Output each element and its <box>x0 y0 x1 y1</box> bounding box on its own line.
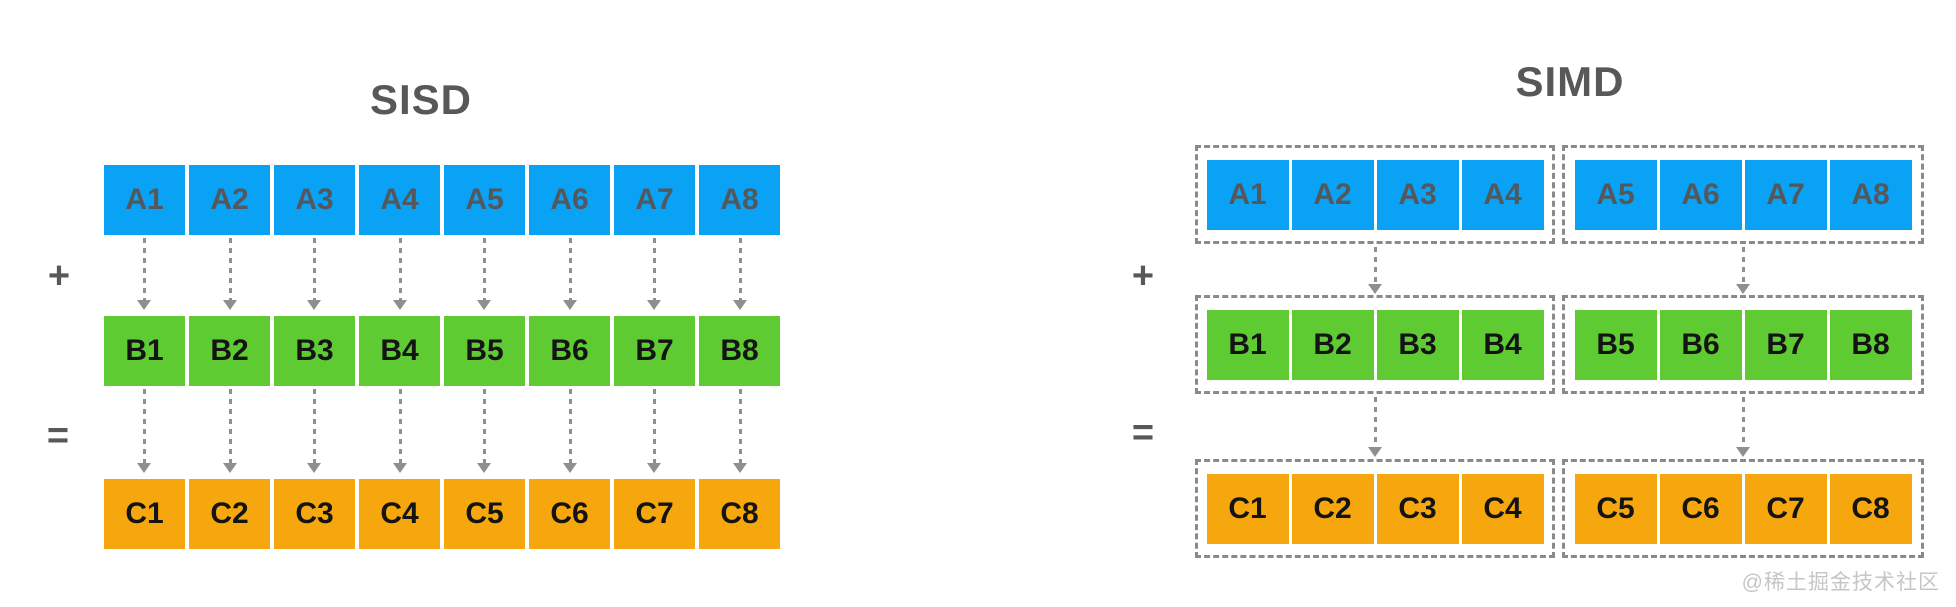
cell-a5: A5 <box>444 165 525 235</box>
cell-c7: C7 <box>614 479 695 549</box>
simd-plus-operator: + <box>1131 255 1155 297</box>
cell-b2: B2 <box>189 316 270 386</box>
cell-b7: B7 <box>614 316 695 386</box>
simd-cell-b3: B3 <box>1376 309 1459 380</box>
cell-c2: C2 <box>189 479 270 549</box>
simd-cell-a2: A2 <box>1291 159 1374 230</box>
sisd-row-c: C1 C2 C3 C4 C5 C6 C7 C8 <box>104 479 780 549</box>
simd-cell-a4: A4 <box>1461 159 1544 230</box>
simd-cell-a5: A5 <box>1574 159 1657 230</box>
simd-cell-c7: C7 <box>1744 473 1827 544</box>
simd-group-a1-a4: A1 A2 A3 A4 <box>1195 145 1555 244</box>
cell-c1: C1 <box>104 479 185 549</box>
cell-b5: B5 <box>444 316 525 386</box>
simd-cell-c2: C2 <box>1291 473 1374 544</box>
simd-cell-b6: B6 <box>1659 309 1742 380</box>
cell-a6: A6 <box>529 165 610 235</box>
cell-a2: A2 <box>189 165 270 235</box>
simd-cell-a3: A3 <box>1376 159 1459 230</box>
simd-cell-b1: B1 <box>1206 309 1289 380</box>
cell-c5: C5 <box>444 479 525 549</box>
simd-cell-a7: A7 <box>1744 159 1827 230</box>
cell-a4: A4 <box>359 165 440 235</box>
simd-cell-c1: C1 <box>1206 473 1289 544</box>
cell-b8: B8 <box>699 316 780 386</box>
simd-group-b1-b4: B1 B2 B3 B4 <box>1195 295 1555 394</box>
simd-equals-operator: = <box>1131 412 1155 454</box>
cell-b4: B4 <box>359 316 440 386</box>
simd-group-a5-a8: A5 A6 A7 A8 <box>1562 145 1924 244</box>
simd-cell-b7: B7 <box>1744 309 1827 380</box>
simd-group-b5-b8: B5 B6 B7 B8 <box>1562 295 1924 394</box>
simd-cell-c4: C4 <box>1461 473 1544 544</box>
simd-cell-c6: C6 <box>1659 473 1742 544</box>
sisd-title: SISD <box>369 76 473 123</box>
cell-c6: C6 <box>529 479 610 549</box>
sisd-row-a: A1 A2 A3 A4 A5 A6 A7 A8 <box>104 165 780 235</box>
cell-b3: B3 <box>274 316 355 386</box>
cell-a8: A8 <box>699 165 780 235</box>
cell-a7: A7 <box>614 165 695 235</box>
sisd-equals-operator: = <box>46 415 70 457</box>
watermark: @稀土掘金技术社区 <box>1741 571 1940 594</box>
simd-cell-a8: A8 <box>1829 159 1912 230</box>
simd-cell-b8: B8 <box>1829 309 1912 380</box>
simd-cell-c8: C8 <box>1829 473 1912 544</box>
simd-cell-b2: B2 <box>1291 309 1374 380</box>
sisd-plus-operator: + <box>47 255 71 297</box>
cell-b1: B1 <box>104 316 185 386</box>
cell-a1: A1 <box>104 165 185 235</box>
simd-title: SIMD <box>1515 58 1625 105</box>
sisd-row-b: B1 B2 B3 B4 B5 B6 B7 B8 <box>104 316 780 386</box>
simd-cell-b5: B5 <box>1574 309 1657 380</box>
cell-c8: C8 <box>699 479 780 549</box>
simd-group-c5-c8: C5 C6 C7 C8 <box>1562 459 1924 558</box>
simd-cell-a6: A6 <box>1659 159 1742 230</box>
cell-b6: B6 <box>529 316 610 386</box>
cell-c4: C4 <box>359 479 440 549</box>
cell-a3: A3 <box>274 165 355 235</box>
cell-c3: C3 <box>274 479 355 549</box>
simd-cell-b4: B4 <box>1461 309 1544 380</box>
simd-cell-a1: A1 <box>1206 159 1289 230</box>
simd-group-c1-c4: C1 C2 C3 C4 <box>1195 459 1555 558</box>
simd-cell-c3: C3 <box>1376 473 1459 544</box>
simd-cell-c5: C5 <box>1574 473 1657 544</box>
